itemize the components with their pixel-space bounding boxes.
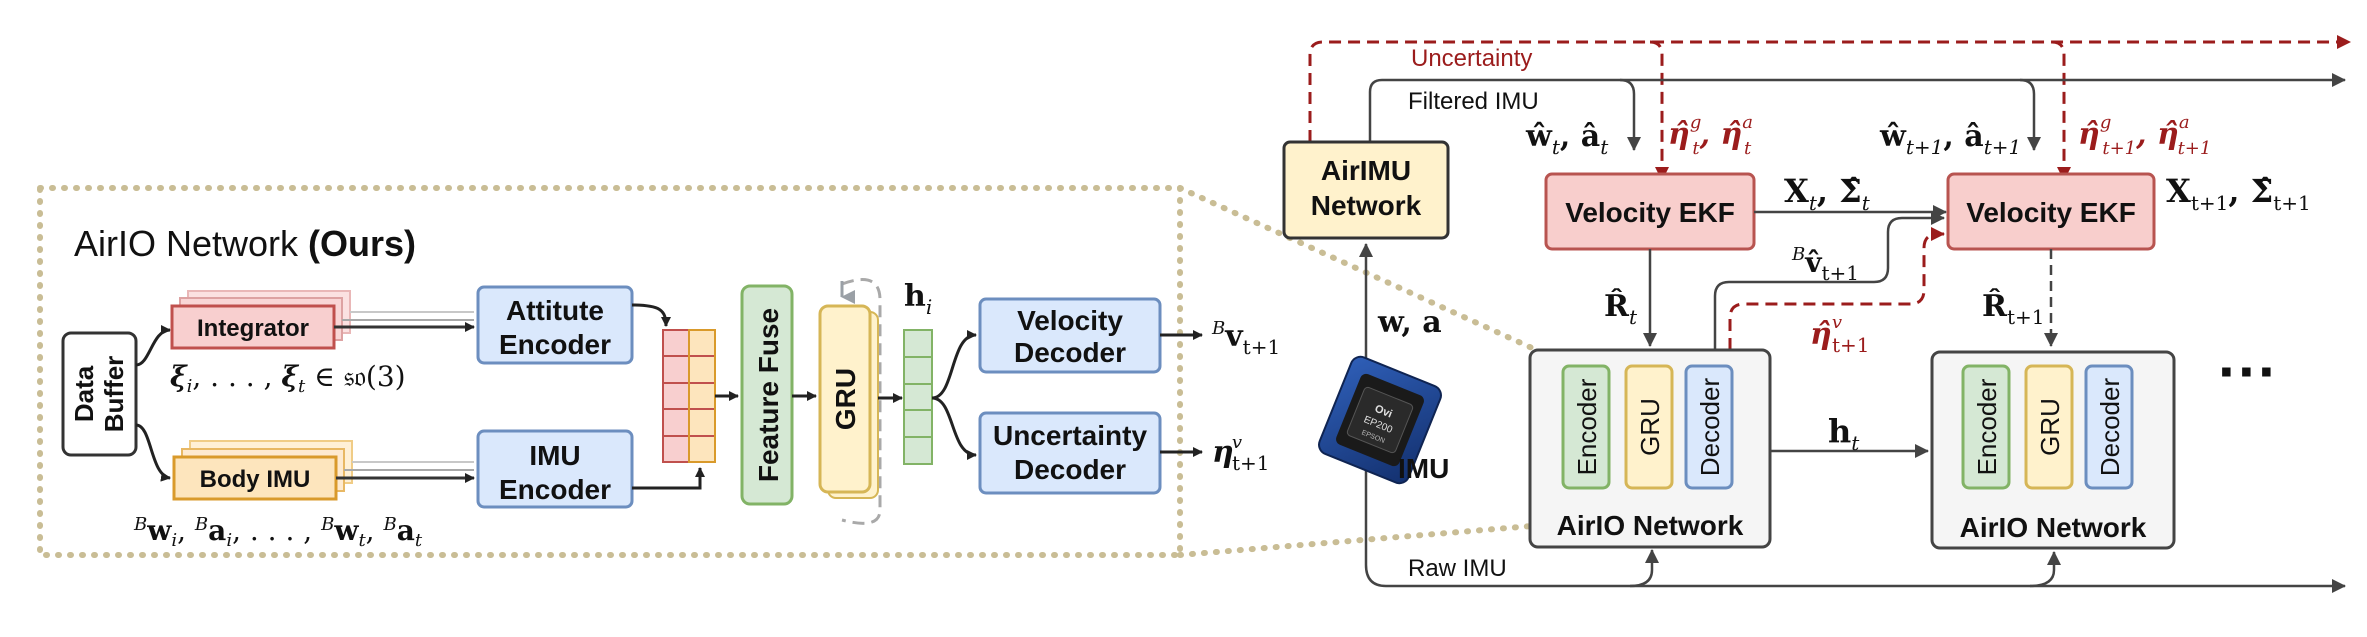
svg-text:Buffer: Buffer: [99, 356, 129, 433]
ekf1-state-label: Xt, Σ̂t: [1784, 172, 1871, 215]
svg-text:Data: Data: [69, 365, 99, 422]
svg-text:Velocity EKF: Velocity EKF: [1966, 197, 2136, 228]
svg-text:Feature Fuse: Feature Fuse: [753, 308, 784, 482]
uncertainty-decoder: Uncertainty Decoder: [978, 411, 1162, 495]
svg-text:Encoder: Encoder: [499, 474, 611, 505]
raw-imu-path: [1364, 549, 2346, 593]
svg-text:Encoder: Encoder: [499, 329, 611, 360]
svg-text:GRU: GRU: [2035, 398, 2065, 456]
rotation-t1-label: R̂t+1: [1982, 289, 2044, 329]
uncertainty-label: Uncertainty: [1411, 45, 1532, 72]
continuation-ellipsis: ···: [2218, 338, 2278, 405]
velocity-ekf-1: Velocity EKF: [1544, 172, 1756, 251]
svg-text:Body IMU: Body IMU: [200, 466, 311, 493]
svg-text:GRU: GRU: [1635, 398, 1665, 456]
svg-text:Velocity EKF: Velocity EKF: [1565, 197, 1735, 228]
svg-text:Decoder: Decoder: [1695, 378, 1725, 477]
velocity-ekf-2: Velocity EKF: [1946, 172, 2156, 251]
body-imu-to-imu-encoder-arrows: [336, 461, 475, 483]
ekf1-imu-input-label: ŵt, ât: [1525, 119, 1609, 159]
airio-detail-frame: [37, 185, 1535, 558]
rotation-t-label: R̂t: [1604, 289, 1638, 329]
airio-network-title: AirIO Network (Ours): [74, 223, 416, 264]
integrator-block: Integrator: [170, 290, 351, 350]
feature-concat-grid: [662, 329, 716, 463]
imu-encoder: IMU Encoder: [476, 429, 634, 509]
svg-text:GRU: GRU: [830, 368, 861, 430]
body-imu-block: Body IMU: [172, 440, 353, 501]
attitude-encoder: Attitute Encoder: [476, 285, 634, 365]
svg-text:Integrator: Integrator: [197, 315, 309, 342]
feature-fuse: Feature Fuse: [740, 284, 794, 506]
svg-text:AirIO Network: AirIO Network: [1960, 512, 2147, 543]
w-a-label: w, a: [1377, 305, 1442, 340]
svg-text:Uncertainty: Uncertainty: [993, 420, 1147, 451]
integrator-to-attitude-arrows: [334, 311, 475, 332]
body-imu-sequence-label: Bwi, Bai, . . . , Bwt, Bat: [133, 514, 423, 551]
svg-text:IMU: IMU: [529, 440, 580, 471]
uncertainty-dashed-path: [1308, 35, 2351, 181]
svg-text:Decoder: Decoder: [2095, 378, 2125, 477]
data-buffer: Data Buffer: [61, 331, 138, 457]
svg-text:AirIO Network: AirIO Network: [1557, 510, 1744, 541]
hidden-state-vector: [903, 329, 933, 465]
raw-imu-label: Raw IMU: [1408, 555, 1507, 582]
ekf2-state-label: Xt+1, Σ̂t+1: [2166, 172, 2311, 215]
hidden-state-label: hi: [904, 279, 932, 319]
svg-text:Velocity: Velocity: [1017, 305, 1123, 336]
filtered-imu-path: [1368, 73, 2346, 151]
svg-text:AirIMU: AirIMU: [1321, 155, 1411, 186]
imu-device-label: IMU: [1398, 453, 1449, 484]
ekf2-imu-input-label: ŵt+1, ât+1: [1879, 119, 2021, 159]
svg-text:Encoder: Encoder: [1572, 378, 1602, 475]
hidden-t-label: ht: [1828, 412, 1860, 455]
airimu-network: AirIMU Network: [1282, 140, 1450, 240]
filtered-imu-label: Filtered IMU: [1408, 88, 1539, 115]
svg-text:Decoder: Decoder: [1014, 337, 1126, 368]
gru-block: GRU: [818, 278, 882, 525]
airio-network-block-1: Encoder GRU Decoder AirIO Network: [1528, 348, 1772, 549]
svg-text:Network: Network: [1311, 190, 1422, 221]
velocity-measurement-label: Bv̂t+1: [1791, 244, 1859, 285]
svg-text:Attitute: Attitute: [506, 295, 604, 326]
velocity-decoder: Velocity Decoder: [978, 297, 1162, 374]
so3-sequence-label: ξi, . . . , ξt ∈ 𝔰𝔬(3): [170, 360, 406, 397]
svg-text:Encoder: Encoder: [1972, 378, 2002, 475]
velocity-output-label: Bvt+1: [1211, 318, 1280, 359]
svg-text:Decoder: Decoder: [1014, 454, 1126, 485]
airio-network-block-2: Encoder GRU Decoder AirIO Network: [1930, 350, 2176, 550]
imu-device: Ovi EP200 EPSON: [1318, 355, 1442, 485]
